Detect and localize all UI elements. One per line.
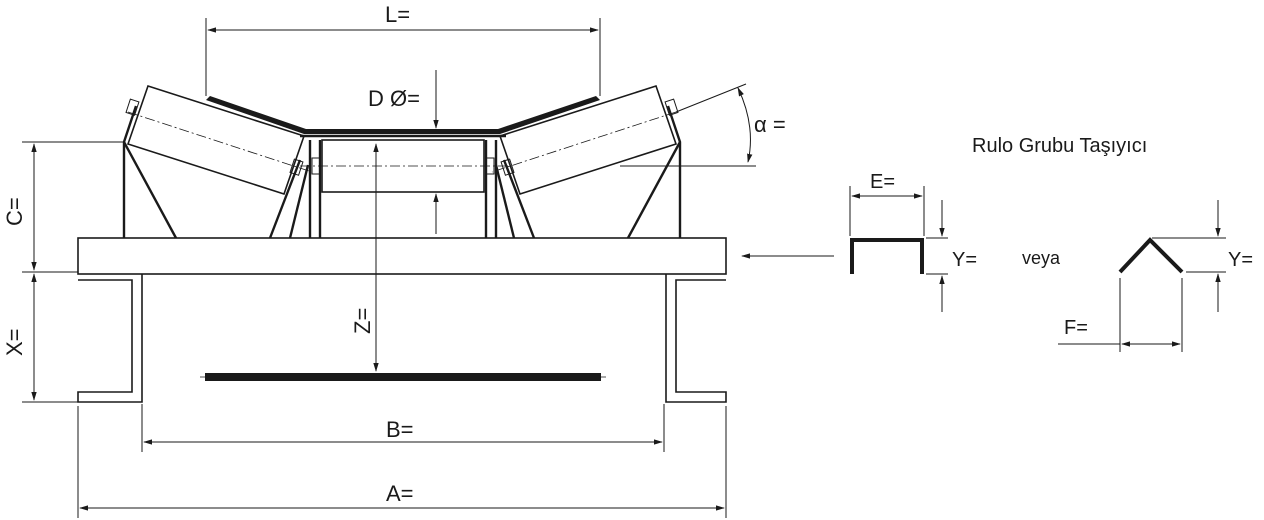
return-belt [200, 373, 606, 381]
base-plate [77, 237, 727, 275]
label-Y-angle-profile: Y= [1228, 249, 1253, 271]
center-bracket [300, 134, 506, 238]
center-roller [300, 139, 510, 193]
right-wing-roller [491, 84, 679, 196]
left-wing-roller [125, 84, 313, 196]
dimension-A [77, 406, 727, 518]
u-channel-profile [849, 186, 948, 312]
dimension-L [205, 18, 601, 96]
dimension-X [22, 273, 78, 403]
label-B: B= [386, 417, 414, 442]
right-channel-leg [665, 274, 727, 403]
angle-profile [1058, 200, 1226, 352]
left-channel-leg [77, 274, 143, 403]
title-roller-group-carrier: Rulo Grubu Taşıyıcı [972, 135, 1147, 157]
dimension-C [22, 141, 124, 273]
right-side-bracket [494, 105, 682, 239]
label-X: X= [2, 328, 27, 356]
label-Y-u-profile: Y= [952, 249, 977, 271]
label-F: F= [1064, 317, 1088, 339]
label-D-diameter: D Ø= [368, 86, 420, 111]
label-or: veya [1022, 248, 1061, 268]
label-C: C= [2, 197, 27, 226]
label-E: E= [870, 171, 895, 193]
label-Z: Z= [350, 308, 375, 334]
label-A: A= [386, 481, 414, 506]
dimension-alpha [620, 83, 756, 167]
dimension-B [141, 404, 665, 452]
label-alpha: α = [754, 112, 786, 137]
label-L: L= [385, 2, 410, 27]
